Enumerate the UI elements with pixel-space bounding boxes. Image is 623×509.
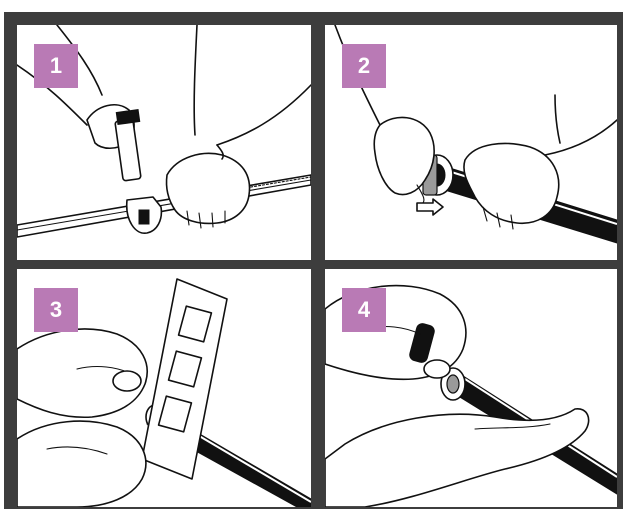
step-number-badge: 3 [34, 288, 78, 332]
step-panel-2: 2 [325, 25, 617, 260]
step-number-badge: 4 [342, 288, 386, 332]
step-panel-3: 3 [17, 269, 311, 507]
step-panel-1: 1 [17, 25, 311, 260]
instruction-figure: 1 2 [4, 12, 623, 509]
step-number-badge: 1 [34, 44, 78, 88]
step-panel-4: 4 [325, 269, 617, 507]
step-number-badge: 2 [342, 44, 386, 88]
